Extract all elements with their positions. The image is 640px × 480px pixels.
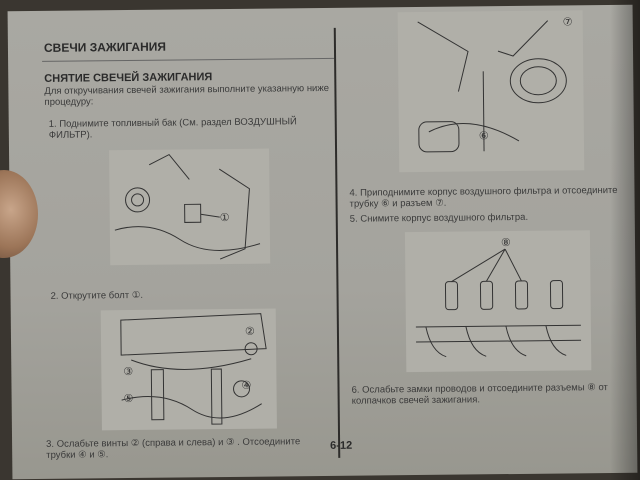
callout-2: ② — [244, 325, 255, 338]
step-4: 4. Приподнимите корпус воздушного фильтр… — [349, 184, 618, 210]
subsection-title: СНЯТИЕ СВЕЧЕЙ ЗАЖИГАНИЯ — [44, 71, 213, 85]
figure-air-filter-hose: ⑦ ⑥ — [397, 10, 585, 173]
callout-8: ⑧ — [500, 237, 511, 250]
callout-4: ④ — [241, 379, 252, 392]
figure-fuel-tank-bolt: ① — [109, 148, 271, 266]
page-edge-shadow — [610, 0, 640, 480]
column-divider — [333, 27, 341, 458]
step-5: 5. Снимите корпус воздушного фильтра. — [349, 211, 529, 225]
callout-5: ⑤ — [123, 392, 134, 406]
step-3: 3. Ослабьте винты ② (справа и слева) и ③… — [46, 436, 301, 461]
title-divider — [42, 57, 335, 62]
callout-6: ⑥ — [478, 130, 489, 143]
figure-spark-plug-connectors: ⑧ — [404, 230, 592, 373]
step-1: 1. Поднимите топливный бак (См. раздел В… — [48, 116, 297, 141]
callout-1: ① — [219, 211, 230, 225]
manual-page: СВЕЧИ ЗАЖИГАНИЯ СНЯТИЕ СВЕЧЕЙ ЗАЖИГАНИЯ … — [7, 4, 638, 480]
step-6: 6. Ослабьте замки проводов и отсоедините… — [351, 382, 608, 407]
step-2: 2. Открутите болт ①. — [50, 289, 144, 302]
figure-air-filter-screws: ② ③ ④ ⑤ — [100, 308, 277, 431]
page-number: 6-12 — [330, 439, 353, 452]
intro-text: Для откручивания свечей зажигания выполн… — [44, 82, 330, 108]
callout-7: ⑦ — [562, 16, 573, 29]
section-title: СВЕЧИ ЗАЖИГАНИЯ — [43, 39, 167, 55]
callout-3: ③ — [123, 365, 134, 379]
